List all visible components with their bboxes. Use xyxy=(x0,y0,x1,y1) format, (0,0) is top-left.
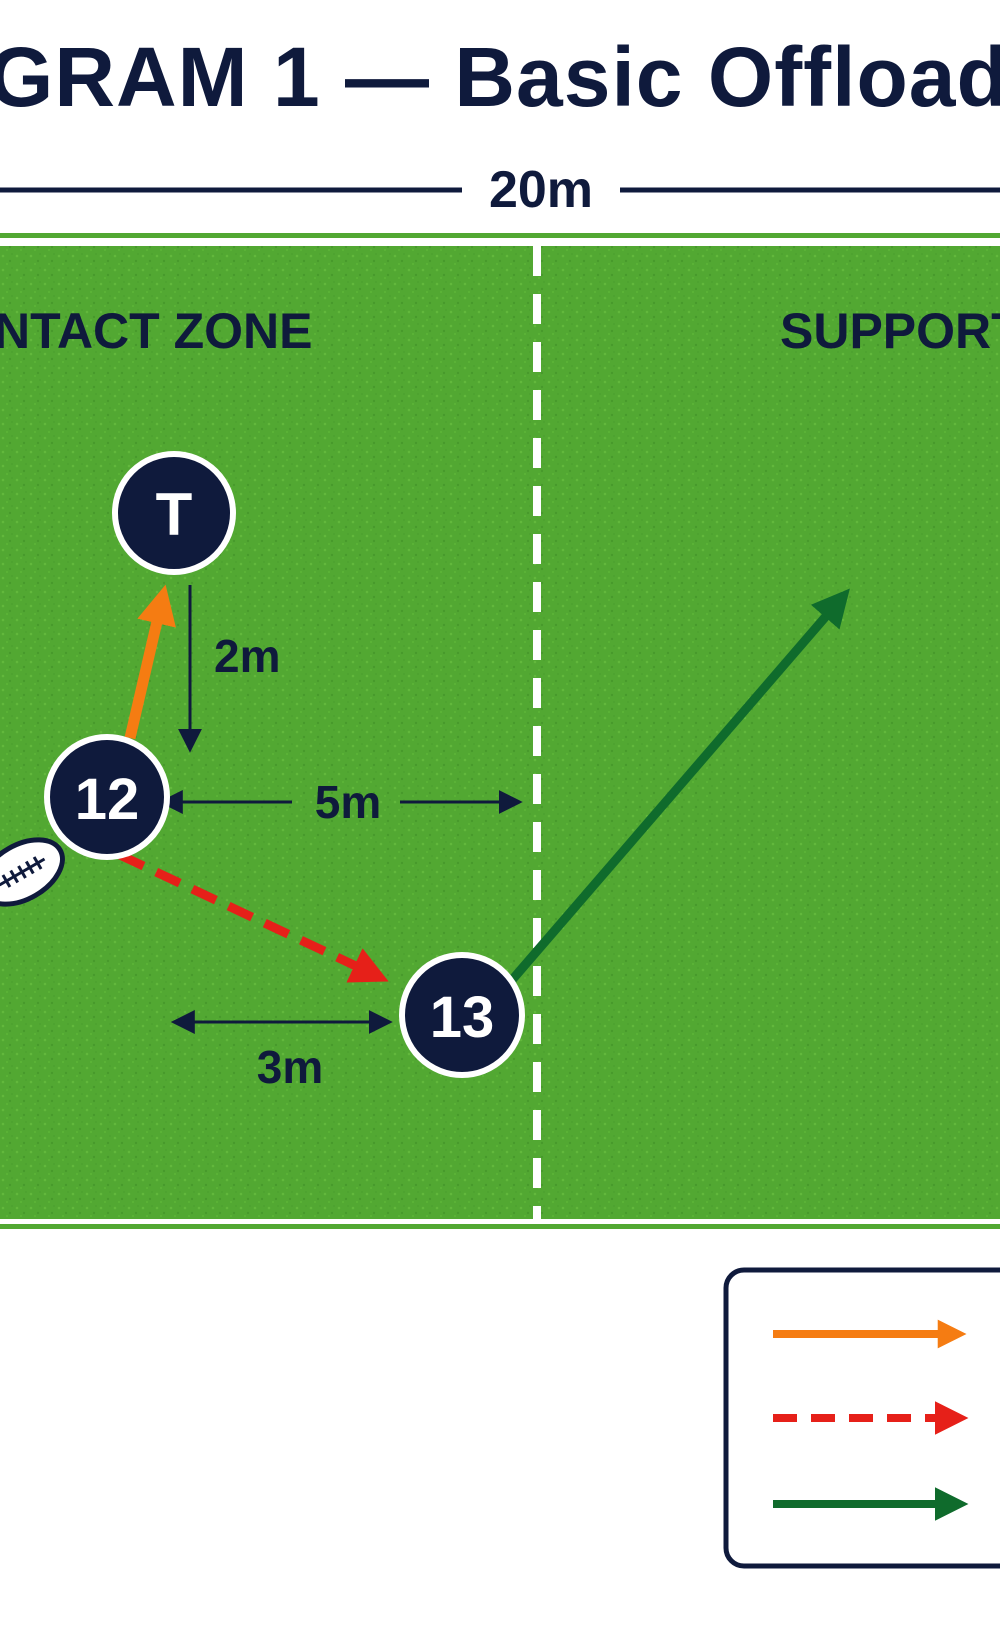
field xyxy=(0,246,1000,1219)
field-bottom-border xyxy=(0,1224,1000,1229)
support-zone-label: SUPPORT xyxy=(780,303,1000,359)
tackler-marker: T xyxy=(112,451,236,575)
diagram-title: GRAM 1 — Basic Offload xyxy=(0,30,1000,124)
tackler-label: T xyxy=(156,481,193,548)
support-run-arrow xyxy=(508,588,850,983)
support-player-marker: 13 xyxy=(399,952,525,1078)
support-player-label: 13 xyxy=(430,985,495,1050)
width-label: 20m xyxy=(489,161,593,219)
legend xyxy=(723,1267,1000,1569)
distance-2m-label: 2m xyxy=(214,630,280,682)
offload-pass-arrow xyxy=(118,850,389,983)
ball-carrier-marker: 12 xyxy=(44,734,170,860)
contact-zone-label: NTACT ZONE xyxy=(0,303,312,359)
field-top-border xyxy=(0,233,1000,238)
rugby-ball-icon xyxy=(0,837,65,907)
ball-carrier-label: 12 xyxy=(75,767,140,832)
carry-arrow xyxy=(124,584,176,740)
distance-5m-label: 5m xyxy=(315,776,381,828)
distance-3m-label: 3m xyxy=(257,1041,323,1093)
